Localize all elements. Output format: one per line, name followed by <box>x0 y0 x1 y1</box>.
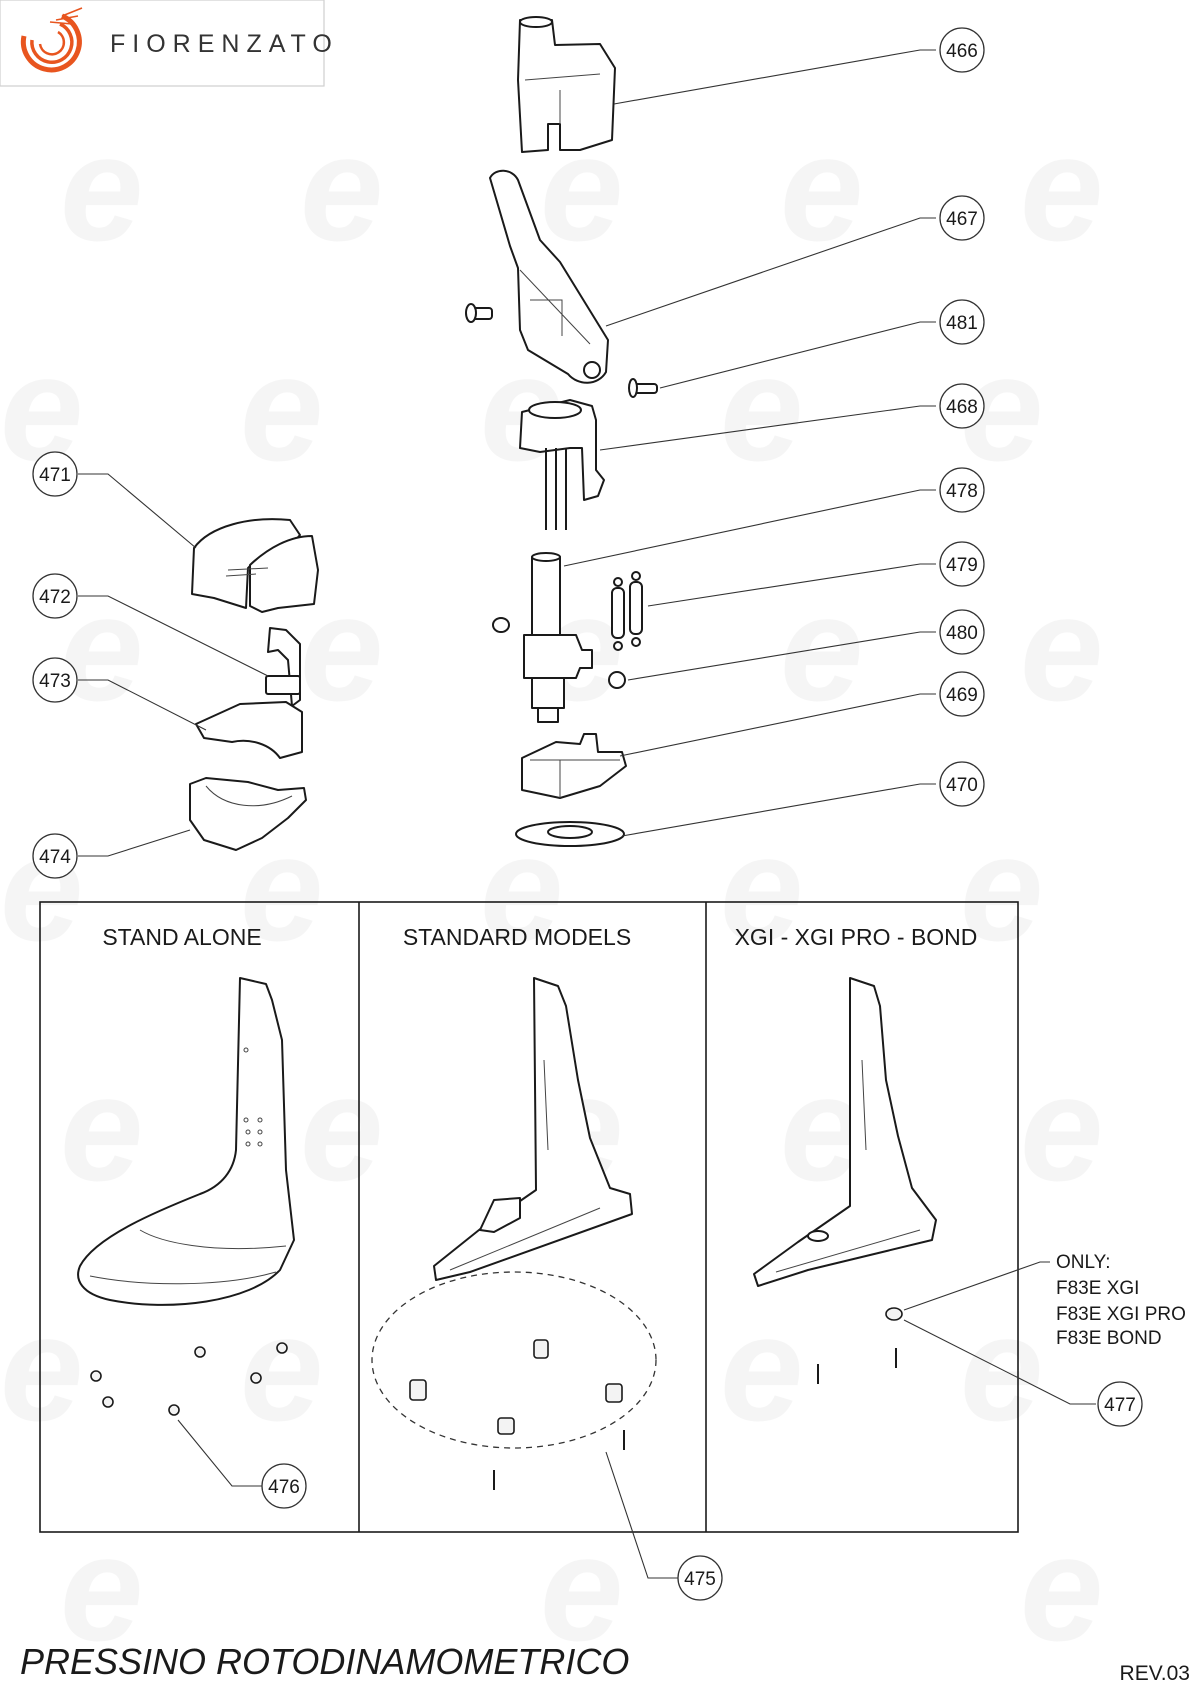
svg-text:e: e <box>1020 564 1103 732</box>
callout-479: 479 <box>939 541 985 587</box>
swirl-logo-icon <box>20 7 83 73</box>
part-466 <box>517 16 616 153</box>
revision-label: REV.03 <box>1120 1662 1190 1685</box>
callout-476: 476 <box>261 1463 307 1509</box>
note-line-4: F83E BOND <box>1056 1328 1162 1349</box>
brand-name: FIORENZATO <box>110 30 339 58</box>
part-470 <box>515 821 625 847</box>
note-line-1: ONLY: <box>1056 1252 1111 1273</box>
svg-text:e: e <box>1020 1504 1103 1672</box>
svg-text:e: e <box>60 104 143 272</box>
svg-text:e: e <box>720 1284 803 1452</box>
svg-text:e: e <box>240 1284 323 1452</box>
part-472 <box>265 627 301 707</box>
callout-472: 472 <box>32 573 78 619</box>
svg-text:e: e <box>1020 104 1103 272</box>
callout-481: 481 <box>939 299 985 345</box>
svg-text:e: e <box>240 324 323 492</box>
svg-text:e: e <box>1020 1044 1103 1212</box>
leader-lines <box>78 49 1096 1579</box>
callout-466: 466 <box>939 27 985 73</box>
callout-474: 474 <box>32 833 78 879</box>
document-title: PRESSINO ROTODINAMOMETRICO <box>20 1641 629 1682</box>
svg-text:479: 479 <box>946 555 978 576</box>
svg-text:472: 472 <box>39 587 71 608</box>
part-474 <box>189 777 307 851</box>
note-line-3: F83E XGI PRO <box>1056 1304 1186 1325</box>
callout-467: 467 <box>939 195 985 241</box>
svg-text:474: 474 <box>39 847 71 868</box>
svg-text:e: e <box>720 324 803 492</box>
svg-text:473: 473 <box>39 671 71 692</box>
svg-text:481: 481 <box>946 313 978 334</box>
part-481 <box>628 378 658 398</box>
svg-text:478: 478 <box>946 481 978 502</box>
svg-text:480: 480 <box>946 623 978 644</box>
part-479 <box>611 571 643 651</box>
svg-text:e: e <box>0 1284 83 1452</box>
callout-475: 475 <box>677 1555 723 1601</box>
svg-text:e: e <box>60 1044 143 1212</box>
svg-text:e: e <box>0 804 83 972</box>
part-478 <box>492 552 593 723</box>
brand-logo: FIORENZATO <box>0 0 339 87</box>
callout-477: 477 <box>1097 1381 1143 1427</box>
svg-text:e: e <box>960 1284 1043 1452</box>
svg-text:e: e <box>780 104 863 272</box>
part-469 <box>521 733 627 799</box>
svg-text:467: 467 <box>946 209 978 230</box>
xgi-models-base <box>753 977 937 1384</box>
model-note: ONLY: F83E XGI F83E XGI PRO F83E BOND <box>1056 1252 1186 1349</box>
screw-467 <box>465 303 493 323</box>
part-473 <box>195 701 303 759</box>
callout-480: 480 <box>939 609 985 655</box>
note-line-2: F83E XGI <box>1056 1278 1139 1299</box>
svg-text:470: 470 <box>946 775 978 796</box>
panel-title-stand-alone: STAND ALONE <box>102 924 261 950</box>
callout-473: 473 <box>32 657 78 703</box>
callout-468: 468 <box>939 383 985 429</box>
svg-text:476: 476 <box>268 1477 300 1498</box>
part-476 <box>90 1342 288 1416</box>
callout-478: 478 <box>939 467 985 513</box>
part-471 <box>191 518 319 613</box>
part-480 <box>608 671 626 689</box>
stand-alone-base <box>77 977 295 1306</box>
callout-470: 470 <box>939 761 985 807</box>
standard-models-base <box>371 977 657 1490</box>
svg-text:466: 466 <box>946 41 978 62</box>
callout-471: 471 <box>32 451 78 497</box>
svg-text:475: 475 <box>684 1569 716 1590</box>
svg-text:477: 477 <box>1104 1395 1136 1416</box>
variants-panel <box>39 901 1019 1533</box>
svg-text:471: 471 <box>39 465 71 486</box>
callout-469: 469 <box>939 671 985 717</box>
part-467 <box>465 169 609 384</box>
svg-text:e: e <box>300 104 383 272</box>
svg-text:e: e <box>300 1044 383 1212</box>
panel-title-xgi-models: XGI - XGI PRO - BOND <box>735 924 978 950</box>
svg-text:469: 469 <box>946 685 978 706</box>
svg-text:468: 468 <box>946 397 978 418</box>
panel-title-standard-models: STANDARD MODELS <box>403 924 631 950</box>
part-468 <box>519 399 605 530</box>
